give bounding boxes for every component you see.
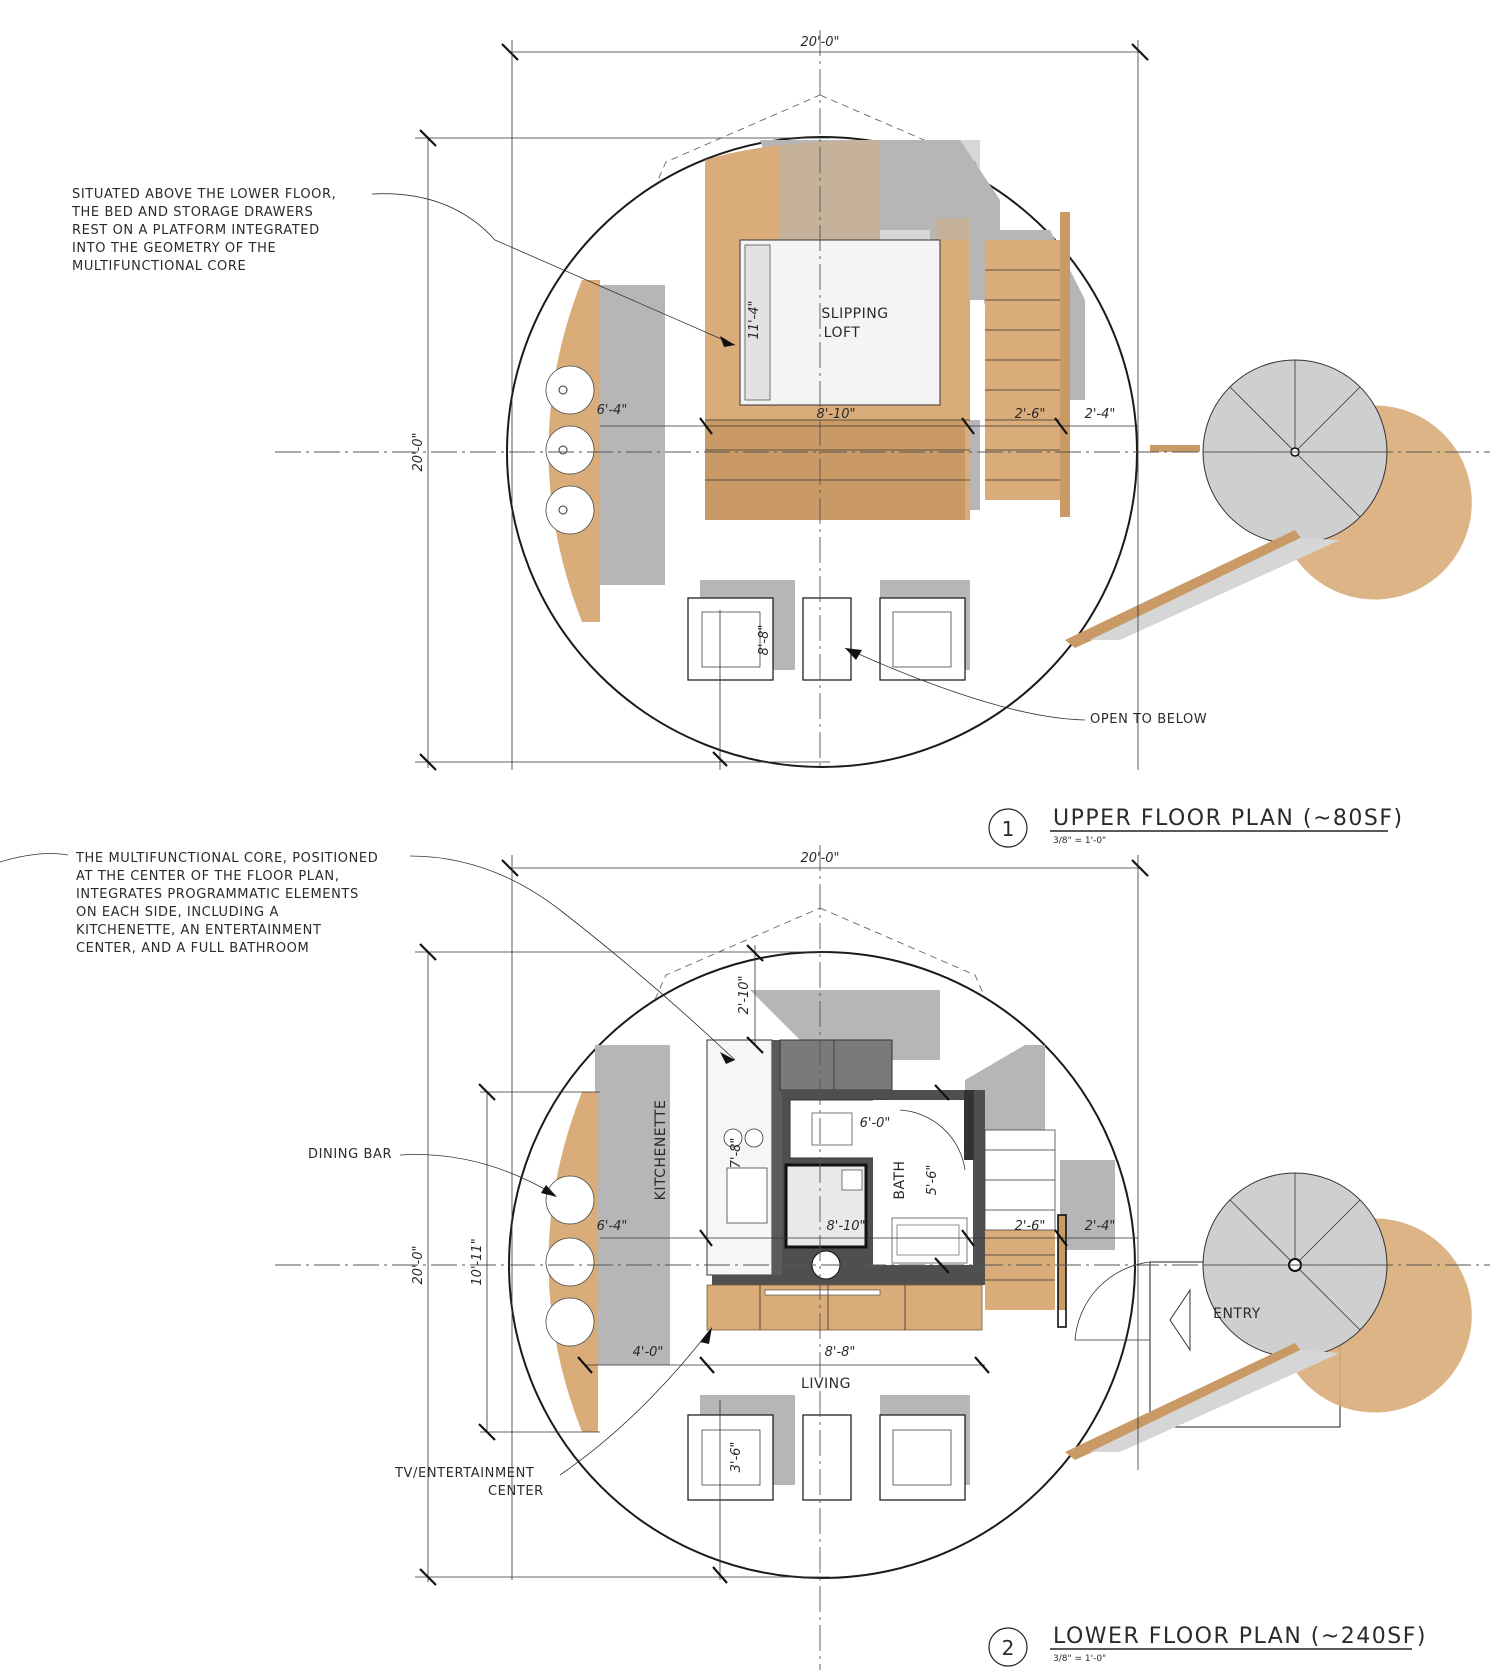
- upper-title: UPPER FLOOR PLAN (~80SF): [1053, 806, 1404, 831]
- upper-open-to-below-leader: [844, 647, 1086, 721]
- upper-note-line2: THE BED AND STORAGE DRAWERS: [71, 205, 313, 220]
- lower-room-kitchenette: KITCHENETTE: [653, 1100, 669, 1201]
- lower-dim-bath-height: 5'-6": [925, 1165, 940, 1196]
- upper-note-line4: INTO THE GEOMETRY OF THE: [72, 241, 276, 256]
- lower-tv-label-line1: TV/ENTERTAINMENT: [394, 1466, 534, 1481]
- upper-note-line5: MULTIFUNCTIONAL CORE: [72, 259, 246, 274]
- upper-note-leader: [371, 193, 736, 346]
- upper-floor-plan: 20'-0" 20'-0" 8'-10" 11'-4" 6'-4" 2'-6" …: [71, 30, 1490, 848]
- lower-living-seating: [687, 1414, 966, 1501]
- upper-dim-stair-a: 2'-6": [1015, 407, 1046, 422]
- lower-dim-bath-width: 6'-0": [860, 1116, 891, 1131]
- lower-note-line1: THE MULTIFUNCTIONAL CORE, POSITIONED: [75, 851, 378, 866]
- upper-note-line1: SITUATED ABOVE THE LOWER FLOOR,: [72, 187, 336, 202]
- lower-dim-overall-height: 20'-0": [411, 1245, 426, 1284]
- upper-dim-opening: 8'-8": [757, 625, 772, 656]
- lower-dim-tv-width: 8'-8": [825, 1345, 856, 1360]
- upper-room-label-line2: LOFT: [824, 325, 861, 341]
- upper-title-number: 1: [1002, 817, 1015, 841]
- lower-room-entry: ENTRY: [1213, 1306, 1261, 1322]
- upper-note-line3: REST ON A PLATFORM INTEGRATED: [72, 223, 320, 238]
- lower-note-line2: AT THE CENTER OF THE FLOOR PLAN,: [76, 869, 339, 884]
- lower-dim-core: 8'-10": [826, 1219, 865, 1234]
- lower-dim-kitchen-length: 7'-8": [729, 1138, 744, 1169]
- upper-title-badge: [988, 808, 1028, 848]
- lower-room-living: LIVING: [801, 1376, 851, 1392]
- upper-room-label-line1: SLIPPING: [821, 306, 888, 322]
- lower-stairs: [984, 1129, 1067, 1328]
- lower-core: [712, 1039, 985, 1285]
- lower-room-bath: BATH: [892, 1160, 908, 1199]
- upper-open-to-below-void: [802, 597, 852, 681]
- lower-note-line3: INTEGRATES PROGRAMMATIC ELEMENTS: [76, 887, 359, 902]
- lower-note-leader-left: [0, 853, 69, 863]
- lower-scale: 3/8" = 1'-0": [1053, 1654, 1106, 1664]
- upper-dim-bar: 6'-4": [597, 403, 628, 418]
- lower-note-leader: [409, 855, 736, 1061]
- upper-open-to-below-label: OPEN TO BELOW: [1090, 712, 1207, 727]
- upper-stairs: [985, 212, 1070, 517]
- lower-dim-bar: 6'-4": [597, 1219, 628, 1234]
- lower-tv-label-line2: CENTER: [488, 1484, 544, 1499]
- lower-dim-stair-a: 2'-6": [1015, 1219, 1046, 1234]
- lower-tv-leader: [559, 1329, 711, 1476]
- lower-dim-seating: 3'-6": [729, 1442, 744, 1473]
- upper-dim-bed-width: 8'-10": [816, 407, 855, 422]
- lower-title: LOWER FLOOR PLAN (~240SF): [1053, 1624, 1427, 1649]
- lower-dim-kitchen-depth: 2'-10": [737, 975, 752, 1014]
- lower-kitchenette: [706, 1039, 784, 1280]
- lower-floor-plan: 20'-0" 20'-0" 10'-11" 2'-10" 7'-8" 6'-0"…: [0, 845, 1490, 1670]
- upper-dim-overall-height: 20'-0": [411, 432, 426, 471]
- upper-bed: [739, 239, 941, 406]
- upper-scale: 3/8" = 1'-0": [1053, 836, 1106, 846]
- lower-dim-offset: 4'-0": [633, 1345, 664, 1360]
- lower-dim-stair-b: 2'-4": [1085, 1219, 1116, 1234]
- upper-dim-stair-b: 2'-4": [1085, 407, 1116, 422]
- lower-dining-bar-leader: [399, 1154, 556, 1196]
- lower-dim-side-height: 10'-11": [470, 1238, 485, 1285]
- upper-dim-bed-height: 11'-4": [747, 300, 762, 339]
- lower-title-number: 2: [1002, 1636, 1015, 1660]
- upper-dim-overall-width: 20'-0": [800, 35, 839, 50]
- lower-note-line4: ON EACH SIDE, INCLUDING A: [76, 905, 279, 920]
- lower-note-line6: CENTER, AND A FULL BATHROOM: [76, 941, 309, 956]
- lower-note-line5: KITCHENETTE, AN ENTERTAINMENT: [76, 923, 321, 938]
- lower-dining-bar-label: DINING BAR: [308, 1147, 392, 1162]
- lower-dim-overall-width: 20'-0": [800, 851, 839, 866]
- lower-title-badge: [988, 1627, 1028, 1667]
- upper-opening-furniture: [687, 597, 966, 681]
